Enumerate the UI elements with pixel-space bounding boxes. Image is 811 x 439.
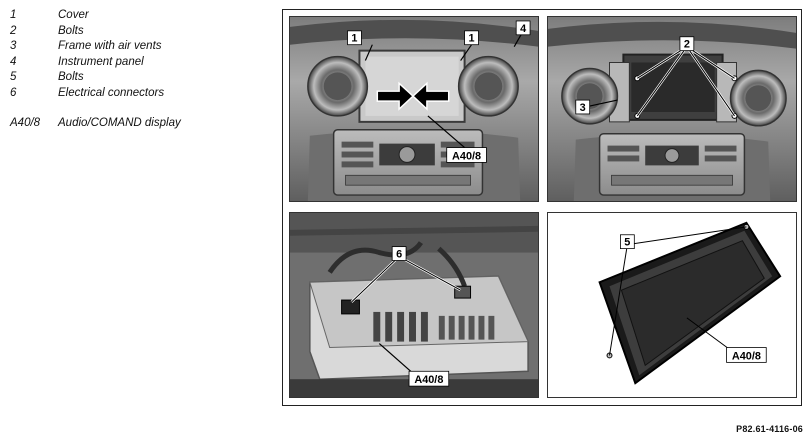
legend-key: 4 [10, 55, 17, 68]
legend: 1 Cover 2 Bolts 3 Frame with air vents 4… [10, 8, 270, 132]
callout-1a: 1 [351, 33, 357, 45]
legend-item: 4 Instrument panel [10, 55, 270, 71]
legend-desc: Audio/COMAND display [58, 117, 181, 129]
callout-a40-8: A40/8 [732, 350, 761, 362]
legend-key: 2 [10, 24, 17, 37]
legend-item: 5 Bolts [10, 70, 270, 86]
legend-item: 2 Bolts [10, 24, 270, 40]
callout-6: 6 [396, 249, 402, 261]
figure-frame: 1 1 4 A40/8 [282, 9, 802, 406]
legend-item: 1 Cover [10, 8, 270, 24]
legend-desc: Bolts [58, 24, 84, 37]
legend-desc: Frame with air vents [58, 40, 162, 52]
callout-a40-8: A40/8 [414, 374, 443, 386]
callout-5: 5 [624, 237, 630, 249]
callout-3: 3 [580, 102, 586, 114]
legend-desc: Cover [58, 9, 89, 21]
legend-item-display: A40/8 Audio/COMAND display [10, 116, 270, 132]
legend-key: 3 [10, 40, 17, 52]
legend-item: 3 Frame with air vents [10, 39, 270, 55]
frame-illustration: 2 3 [548, 17, 796, 201]
callout-4: 4 [520, 23, 526, 35]
legend-desc: Bolts [58, 71, 84, 83]
legend-desc: Electrical connectors [58, 86, 165, 99]
photo-display-unit: 5 A40/8 [547, 212, 797, 398]
callout-1b: 1 [469, 33, 475, 45]
legend-key: 5 [10, 71, 17, 83]
legend-item: 6 Electrical connectors [10, 86, 270, 102]
photo-cover-removal: 1 1 4 A40/8 [289, 16, 539, 202]
legend-desc: Instrument panel [58, 55, 144, 68]
photo-frame-bolts: 2 3 [547, 16, 797, 202]
figure-reference: P82.61-4116-06 [736, 424, 803, 434]
callout-2: 2 [684, 39, 690, 51]
legend-key: 1 [10, 9, 17, 21]
legend-key: 6 [10, 86, 17, 99]
display-unit-illustration: 5 A40/8 [548, 213, 796, 397]
photo-electrical-connectors: 6 A40/8 [289, 212, 539, 398]
legend-key: A40/8 [10, 117, 41, 129]
dashboard-illustration: 1 1 4 A40/8 [290, 17, 538, 201]
callout-a40-8: A40/8 [452, 150, 481, 162]
connector-illustration: 6 A40/8 [290, 213, 538, 397]
